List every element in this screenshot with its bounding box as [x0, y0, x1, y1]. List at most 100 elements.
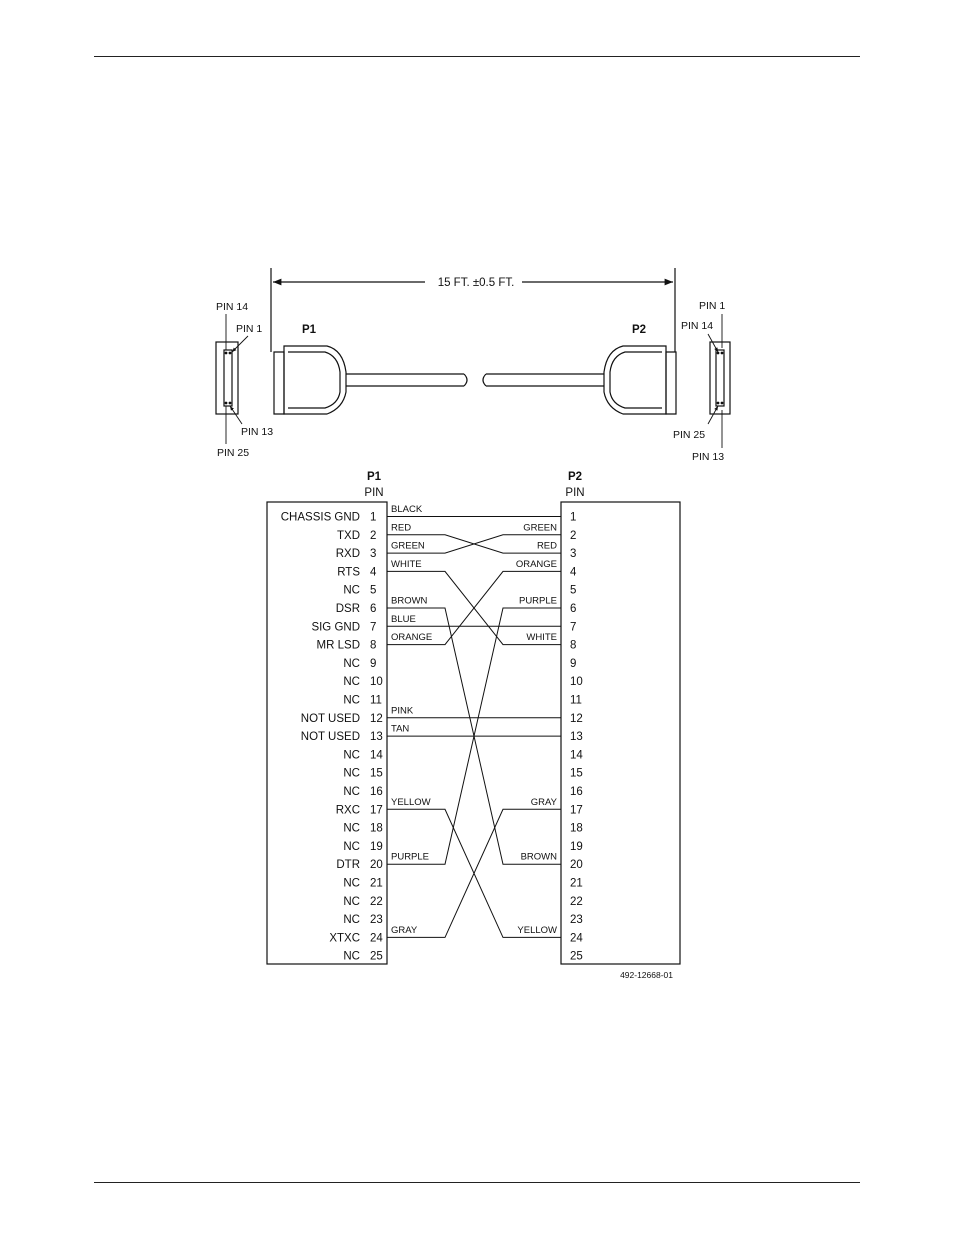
wire-label-p1: TAN — [391, 724, 409, 735]
p2-pin-number: 16 — [570, 786, 583, 798]
p1-pin-number: 14 — [370, 749, 383, 761]
wire-connections — [387, 516, 561, 938]
p2-pin-number: 4 — [570, 566, 577, 578]
p2-pin-number: 8 — [570, 640, 576, 652]
p2-pin-number: 24 — [570, 932, 583, 944]
p1-signal-label: DTR — [336, 859, 360, 871]
p1-pin-number: 7 — [370, 621, 376, 633]
wire-purple — [387, 607, 561, 865]
p1-pin-number: 4 — [370, 566, 377, 578]
wire-label-p2: GRAY — [531, 797, 558, 808]
figure-id: 492-12668-01 — [620, 970, 673, 980]
p2-pin-number: 15 — [570, 768, 583, 780]
p1-face-outer — [215, 341, 239, 415]
dimension-label: 15 FT. ±0.5 FT. — [438, 277, 515, 289]
wire-label-p1: PURPLE — [391, 852, 429, 863]
p1-pin-number: 5 — [370, 585, 376, 597]
wire-label-p2: ORANGE — [516, 559, 557, 570]
wire-label-p1: RED — [391, 522, 411, 533]
p1-pin-number: 12 — [370, 713, 383, 725]
p1-signal-label: NC — [343, 676, 360, 688]
p1-pin-number: 19 — [370, 841, 383, 853]
p1-connector-shell — [273, 351, 285, 415]
wire-gray — [387, 808, 561, 938]
p1-signal-label: NC — [343, 951, 360, 963]
p1-pin-number: 8 — [370, 640, 376, 652]
wire-orange — [387, 570, 561, 646]
p1-cable-break — [463, 373, 468, 387]
p1-pin-number: 9 — [370, 658, 376, 670]
p1-signal-label: NC — [343, 914, 360, 926]
p1-pin-number: 11 — [370, 695, 382, 707]
p1-pin-number: 16 — [370, 786, 383, 798]
p2-pin-number: 14 — [570, 749, 583, 761]
p1-connector-neck — [288, 351, 341, 409]
p2-pin-number: 23 — [570, 914, 583, 926]
p2-pin-number: 1 — [570, 512, 576, 524]
wire-label-p2: GREEN — [523, 522, 557, 533]
p1-pin13-label: PIN 13 — [241, 426, 273, 438]
wire-label-p1: ORANGE — [391, 632, 432, 643]
p1-signal-label: NC — [343, 878, 360, 890]
wire-label-p1: PINK — [391, 705, 414, 716]
p1-pin-number: 23 — [370, 914, 383, 926]
wire-label-p1: GREEN — [391, 541, 425, 552]
top-rule — [94, 56, 860, 57]
p1-pin-number: 10 — [370, 676, 383, 688]
p2-face-inner — [715, 349, 725, 407]
p1-signal-label: NC — [343, 585, 360, 597]
p1-signal-label: MR LSD — [317, 640, 360, 652]
p1-pin-number: 17 — [370, 804, 383, 816]
p1-pin-number: 18 — [370, 823, 383, 835]
wire-label-p1: BLUE — [391, 614, 416, 625]
p2-pin-number: 10 — [570, 676, 583, 688]
p2-cable-break — [482, 373, 487, 387]
p2-pin-number: 12 — [570, 713, 583, 725]
p2-pin-number: 5 — [570, 585, 576, 597]
wire-label-p1: BLACK — [391, 504, 423, 515]
wire-label-p2: YELLOW — [517, 925, 557, 936]
p2-pin-number: 17 — [570, 804, 583, 816]
p1-connector-body — [283, 345, 347, 415]
p1-signal-label: NC — [343, 749, 360, 761]
p2-pin-number: 3 — [570, 548, 576, 560]
p2-pin1-label: PIN 1 — [699, 300, 725, 312]
p2-pin13-label: PIN 13 — [692, 451, 724, 463]
p1-pin-box — [266, 501, 388, 965]
p2-pin-number: 6 — [570, 603, 576, 615]
p1-pin-number: 6 — [370, 603, 376, 615]
p1-pin-number: 3 — [370, 548, 376, 560]
wire-label-p2: WHITE — [526, 632, 557, 643]
p1-signal-label: NC — [343, 695, 360, 707]
p1-signal-label: SIG GND — [311, 621, 360, 633]
p1-signal-label: NC — [343, 896, 360, 908]
p1-signal-label: NC — [343, 786, 360, 798]
table-p1-pin-header: PIN — [364, 487, 383, 499]
bottom-rule — [94, 1182, 860, 1183]
p1-signal-label: NOT USED — [301, 713, 360, 725]
p2-pin-number: 18 — [570, 823, 583, 835]
p1-connector-label: P1 — [302, 324, 317, 336]
cable-drawing — [215, 268, 731, 448]
p2-pin-rows: 1234567891011121314151617181920212223242… — [570, 512, 583, 963]
p1-pin-number: 22 — [370, 896, 383, 908]
p1-pin25-label: PIN 25 — [217, 447, 249, 459]
p1-pin-number: 24 — [370, 932, 383, 944]
p2-pin-number: 25 — [570, 951, 583, 963]
p1-pin1-label: PIN 1 — [236, 323, 262, 335]
wire-label-p1: GRAY — [391, 925, 418, 936]
p1-pin-number: 15 — [370, 768, 383, 780]
p1-pin14-label: PIN 14 — [216, 301, 248, 313]
p2-pin25-label: PIN 25 — [673, 429, 705, 441]
table-p2-pin-header: PIN — [565, 487, 584, 499]
p1-signal-label: NC — [343, 768, 360, 780]
wire-label-p2: PURPLE — [519, 596, 557, 607]
p2-connector-body — [603, 345, 667, 415]
wire-label-p1: YELLOW — [391, 797, 431, 808]
wire-label-p2: BROWN — [521, 852, 558, 863]
p2-face-outer — [709, 341, 731, 415]
wire-green — [387, 534, 561, 554]
p2-pin-box — [560, 501, 681, 965]
table-p1-header: P1 — [367, 471, 382, 483]
